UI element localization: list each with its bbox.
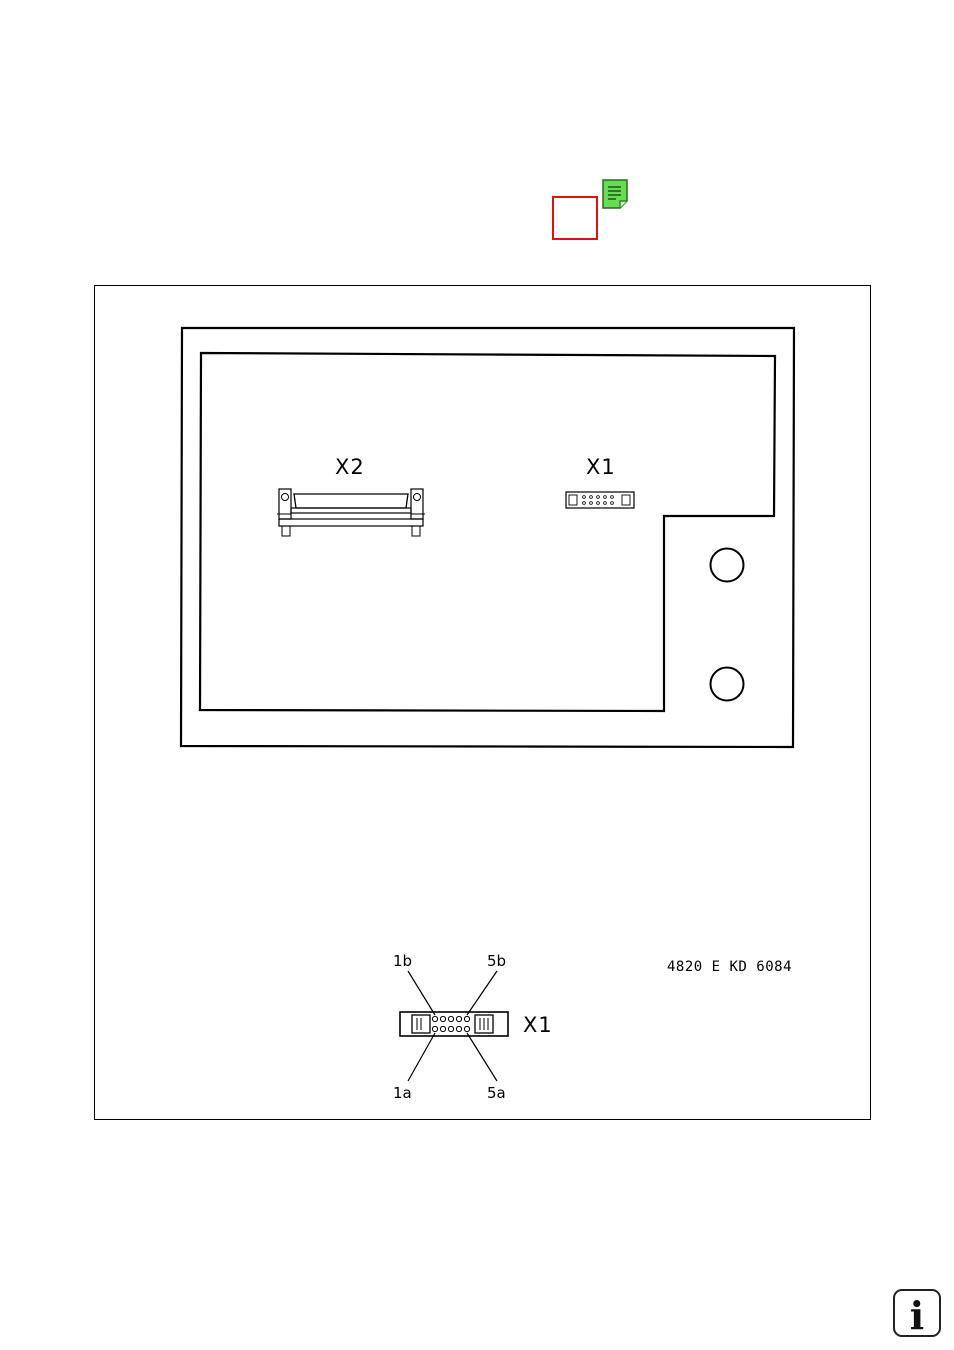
board-drawing — [179, 326, 796, 1082]
drawing-number: 4820 E KD 6084 — [667, 959, 793, 975]
x1-label: X1 — [586, 455, 616, 479]
x2-label: X2 — [335, 455, 365, 479]
circuit-board-outline — [198, 351, 777, 713]
pin-label-1b: 1b — [393, 952, 413, 970]
pin-label-5a: 5a — [487, 1084, 506, 1102]
board-layout-figure: X2 X1 1b 5b 1a 5a X1 4820 E KD 6084 — [94, 285, 871, 1120]
highlight-box — [552, 196, 598, 240]
note-icon[interactable] — [602, 179, 630, 209]
x1-header — [565, 491, 635, 509]
info-icon: i — [909, 1293, 925, 1338]
pin-label-1a: 1a — [393, 1084, 412, 1102]
mounting-hole — [709, 666, 745, 702]
info-button[interactable]: i — [893, 1289, 941, 1338]
x2-connector — [277, 488, 425, 537]
housing-outline — [179, 326, 796, 749]
x1-pinout-detail — [399, 970, 509, 1082]
pin-label-5b: 5b — [487, 952, 507, 970]
x1-detail-label: X1 — [523, 1013, 553, 1037]
mounting-hole — [709, 547, 745, 583]
